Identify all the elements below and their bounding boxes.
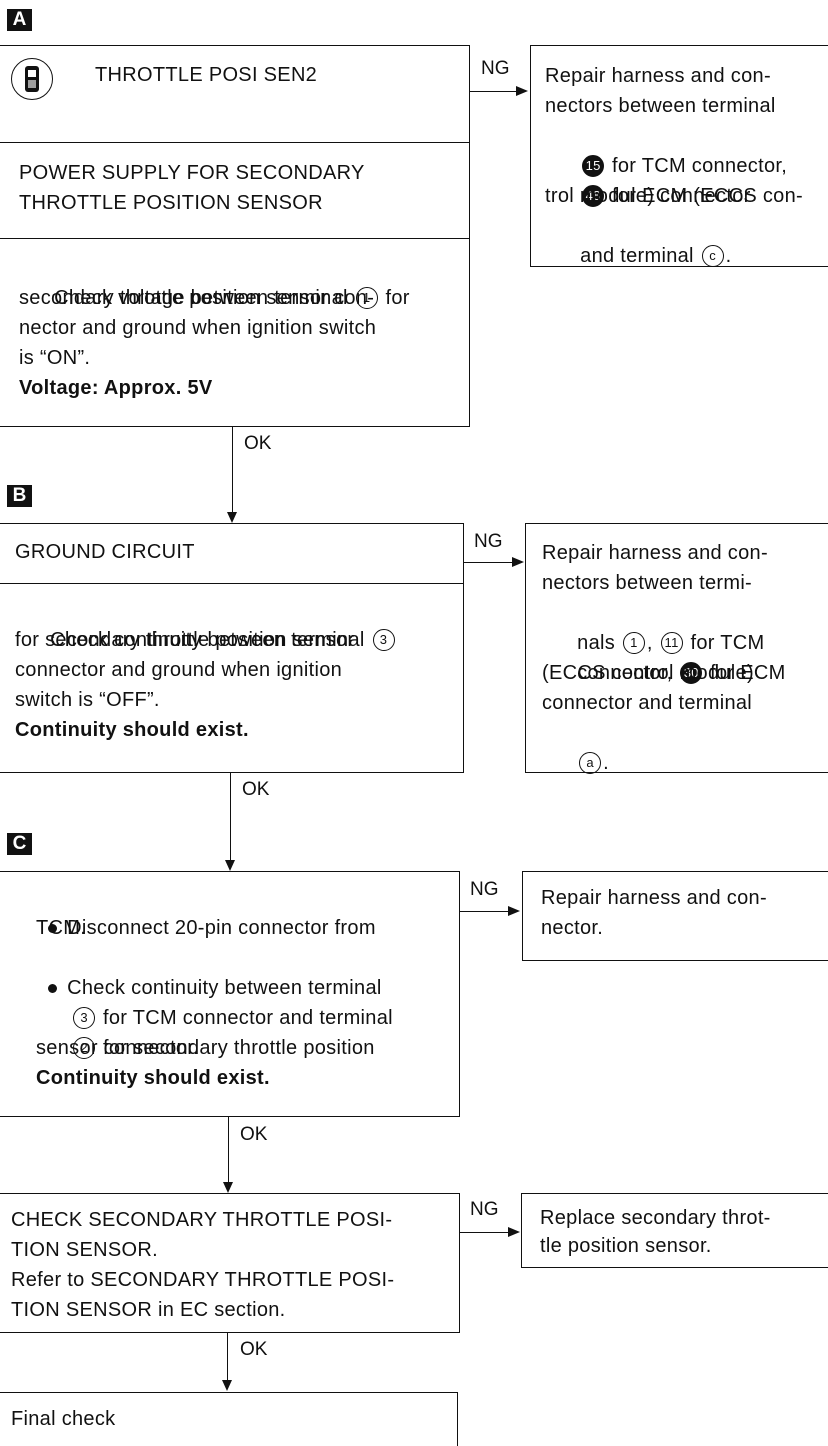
action-line-5: (ECCS control module) [542,662,754,684]
section-divider [0,142,469,143]
section-title-line-2: THROTTLE POSITION SENSOR [19,192,323,214]
action-line-1: Replace secondary throt- [540,1207,771,1229]
bullet-icon [48,983,58,993]
ng-label-d: NG [470,1199,499,1220]
ng-action-box-d: Replace secondary throt- tle position se… [521,1193,828,1268]
action-line-2: nector. [541,917,604,939]
check-line-3: nector and ground when ignition switch [19,317,377,339]
arrow-head [512,557,524,567]
action-line-3: nals 1, 11 for TCM [577,631,765,655]
spec-continuity: Continuity should exist. [36,1067,270,1089]
ok-label-a: OK [244,433,272,454]
step-b-box: GROUND CIRCUIT Check continuity between … [0,523,464,773]
action-line-4: 48 for ECM (ECCS con- [545,152,803,241]
action-line-1: Repair harness and con- [545,65,771,87]
ok-connector-c [228,1117,229,1183]
ng-action-box-a: Repair harness and con- nectors between … [530,45,828,268]
arrow-head [516,86,528,96]
ng-label-b: NG [474,531,503,552]
section-title-line-1: POWER SUPPLY FOR SECONDARY [19,162,365,184]
bullet-2-line-2: 3 for TCM connector and terminal [36,974,393,1063]
bullet-2-line-4: sensor connector. [36,1037,199,1059]
terminal-c-badge: c [701,245,724,268]
terminal-3-badge: 3 [73,1007,96,1030]
action-line-5: trol module) connector [545,185,751,207]
arrow-head [227,512,237,523]
check-line-3: connector and ground when ignition [15,659,343,681]
terminal-15-badge: 15 [582,155,605,178]
bullet-2-line-1: Check continuity between terminal [13,944,382,1033]
arrow-head [508,1227,520,1237]
ok-connector-a [232,427,233,513]
terminal-3-badge: 3 [372,629,395,652]
step-a-box: THROTTLE POSI SEN2 POWER SUPPLY FOR SECO… [0,45,470,427]
action-line-6: connector and terminal [542,692,753,714]
terminal-1-badge: 1 [622,632,645,655]
ng-arrow-c [460,911,510,912]
check-line-2: secondary throttle position sensor con- [19,287,375,309]
terminal-30-badge: 30 [680,662,703,685]
bullet-icon [48,923,58,933]
ok-connector-b [230,773,231,861]
ng-action-box-b: Repair harness and con- nectors between … [525,523,828,775]
check-line-2: TION SENSOR. [11,1239,158,1261]
arrow-head [223,1182,233,1193]
step-marker-c: C [7,833,32,855]
action-line-1: Repair harness and con- [541,887,767,909]
spec-continuity: Continuity should exist. [15,719,249,741]
ng-arrow-a [470,91,518,92]
step-d-box: CHECK SECONDARY THROTTLE POSI- TION SENS… [0,1193,460,1333]
action-line-3: 15 for TCM connector, [545,122,787,211]
action-line-1: Repair harness and con- [542,542,768,564]
terminal-2-badge: 2 [73,1037,96,1060]
check-line-2: for secondary throttle position sensor [15,629,355,651]
ok-label-d: OK [240,1339,268,1360]
bullet-1-line-2: TCM. [36,917,87,939]
arrow-head [222,1380,232,1391]
arrow-head [225,860,235,871]
action-line-2: tle position sensor. [540,1235,712,1257]
ng-action-box-c: Repair harness and con- nector. [522,871,828,961]
terminal-11-badge: 11 [660,632,683,655]
check-line-3: Refer to SECONDARY THROTTLE POSI- [11,1269,395,1291]
check-line-1: Check voltage between terminal 1 for [54,286,410,310]
ng-label-c: NG [470,879,499,900]
monitor-item-title: THROTTLE POSI SEN2 [95,64,318,86]
step-marker-b: B [7,485,32,507]
action-line-2: nectors between terminal [545,95,776,117]
ng-arrow-b [464,562,514,563]
action-line-6: and terminal c. [580,244,732,268]
section-divider [0,583,463,584]
bullet-1-line-1: Disconnect 20-pin connector from [13,884,376,973]
step-marker-a: A [7,9,32,31]
terminal-1-badge: 1 [355,287,378,310]
section-title: GROUND CIRCUIT [15,541,195,563]
arrow-head [508,906,520,916]
check-line-1: Check continuity between terminal 3 [15,596,397,685]
action-line-7: a. [542,719,609,808]
terminal-a-badge: a [579,752,602,775]
bullet-2-line-3: 2 for secondary throttle position [36,1004,375,1093]
action-line-4: connector, 30 for ECM [577,661,786,685]
check-line-4: TION SENSOR in EC section. [11,1299,286,1321]
action-line-2: nectors between termi- [542,572,753,594]
section-divider [0,238,469,239]
spec-voltage: Voltage: Approx. 5V [19,377,213,399]
ng-arrow-d [460,1232,510,1233]
check-line-1: CHECK SECONDARY THROTTLE POSI- [11,1209,393,1231]
ok-connector-d [227,1333,228,1381]
check-line-4: switch is “OFF”. [15,689,160,711]
ok-label-b: OK [242,779,270,800]
final-check-box: Final check [0,1392,458,1446]
check-line-4: is “ON”. [19,347,91,369]
consult-tester-icon [11,58,53,100]
terminal-48-badge: 48 [582,185,605,208]
ok-label-c: OK [240,1124,268,1145]
ng-label-a: NG [481,58,510,79]
final-check-label: Final check [11,1408,116,1430]
step-c-box: Disconnect 20-pin connector from TCM. Ch… [0,871,460,1117]
